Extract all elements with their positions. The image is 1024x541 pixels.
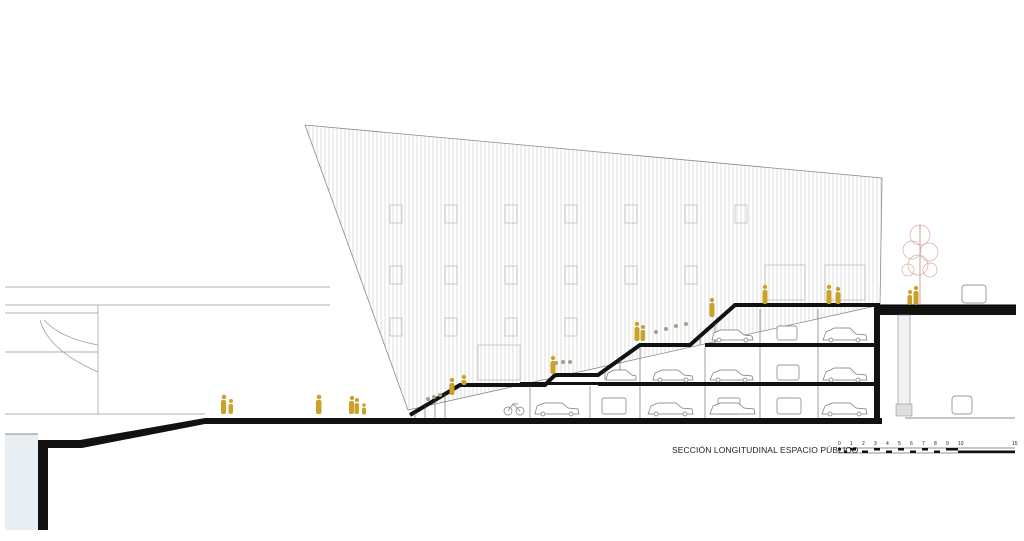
person-icon [709, 297, 715, 317]
person-icon [461, 374, 467, 385]
left-existing-building [5, 286, 330, 415]
person-icon [640, 325, 645, 341]
person-icon [362, 403, 366, 415]
ground-structure [5, 417, 1015, 530]
scale-label: 9 [946, 441, 949, 447]
scale-label: 0 [838, 441, 841, 447]
person-icon [354, 398, 359, 414]
scale-label: 10 [958, 441, 964, 447]
scale-label: 4 [886, 441, 889, 447]
scale-label: 2 [862, 441, 865, 447]
scale-label: 3 [874, 441, 877, 447]
person-icon [634, 321, 640, 341]
person-icon [228, 399, 233, 414]
planters [426, 322, 688, 401]
scale-label: 1 [850, 441, 853, 447]
scale-label: 8 [934, 441, 937, 447]
parking-levels [520, 305, 913, 418]
parked-cars [534, 284, 987, 417]
person-icon [316, 394, 322, 414]
upper-plaza-slab [878, 304, 1016, 315]
person-icon [826, 284, 832, 304]
bicycle-icon [503, 403, 525, 416]
tree-icon [901, 224, 939, 305]
scale-label: 5 [898, 441, 901, 447]
person-icon [349, 395, 355, 414]
person-icon [913, 285, 919, 305]
person-icon [835, 286, 841, 304]
scale-label: 15 [1012, 441, 1018, 447]
people [221, 284, 919, 415]
person-icon [550, 355, 556, 374]
scale-label: 7 [922, 441, 925, 447]
drawing-title: SECCIÓN LONGITUDINAL ESPACIO PÚBLICO [672, 445, 859, 455]
person-icon [762, 284, 768, 304]
person-icon [221, 394, 227, 414]
person-icon [907, 290, 912, 305]
scale-bar: 0 1 2 3 4 5 6 7 8 9 10 15 [838, 441, 1018, 454]
terraced-stairs [408, 303, 880, 417]
person-icon [449, 377, 455, 395]
scale-label: 6 [910, 441, 913, 447]
